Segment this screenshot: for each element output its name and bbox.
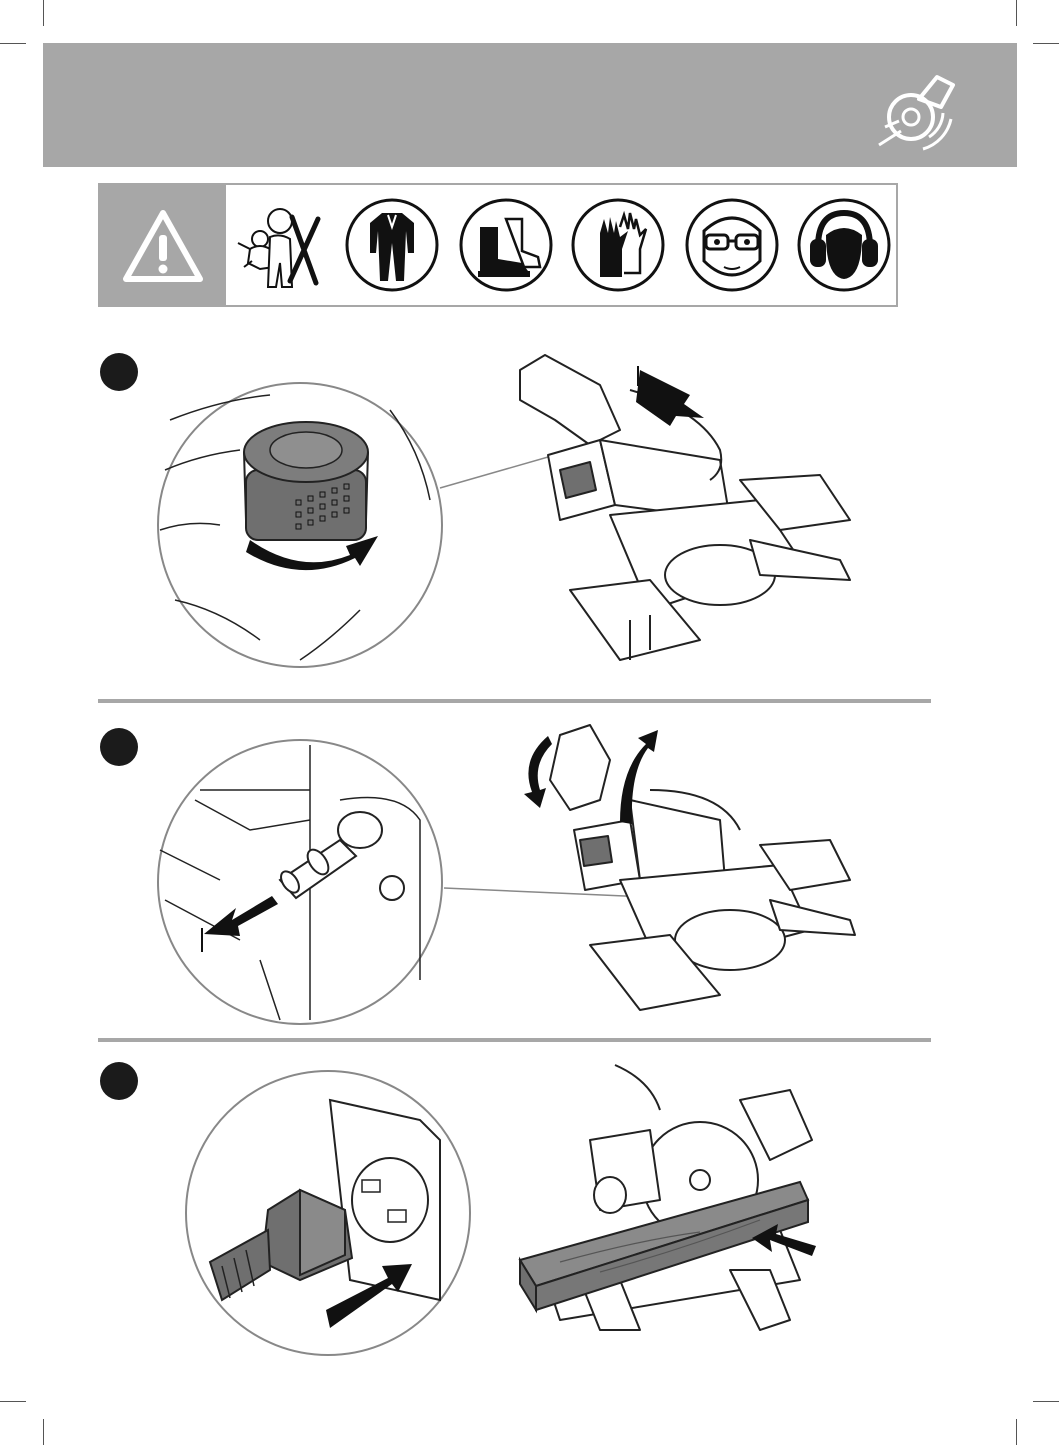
- crop-mark: [0, 1401, 26, 1402]
- crop-mark: [43, 0, 44, 26]
- pull-lock-pin-icon: [158, 740, 442, 1024]
- eye-protection-icon: [684, 197, 780, 293]
- warning-triangle-icon: [100, 185, 226, 305]
- ppe-panel: [98, 183, 898, 307]
- crop-mark: [0, 43, 26, 44]
- crop-mark: [1016, 1419, 1017, 1445]
- step-1-illustration: [0, 330, 1059, 700]
- crop-mark: [1016, 0, 1017, 26]
- mitre-saw-raise-head-icon: [550, 725, 855, 1010]
- insert-plug-icon: [186, 1071, 470, 1355]
- hearing-protection-icon: [796, 197, 892, 293]
- mitre-saw-icon: [871, 67, 961, 157]
- protective-clothing-icon: [344, 197, 440, 293]
- step-2-illustration: [0, 705, 1059, 1035]
- section-divider: [98, 699, 931, 703]
- step-3-illustration: [0, 1045, 1059, 1390]
- crop-mark: [1033, 43, 1059, 44]
- crop-mark: [43, 1419, 44, 1445]
- protective-gloves-icon: [570, 197, 666, 293]
- safety-boots-icon: [458, 197, 554, 293]
- warning-box: [100, 185, 226, 305]
- section-divider: [98, 1038, 931, 1042]
- header-band: [43, 43, 1017, 167]
- keep-children-away-icon: [230, 197, 326, 293]
- rotate-knob-icon: [158, 383, 442, 667]
- crop-mark: [1033, 1401, 1059, 1402]
